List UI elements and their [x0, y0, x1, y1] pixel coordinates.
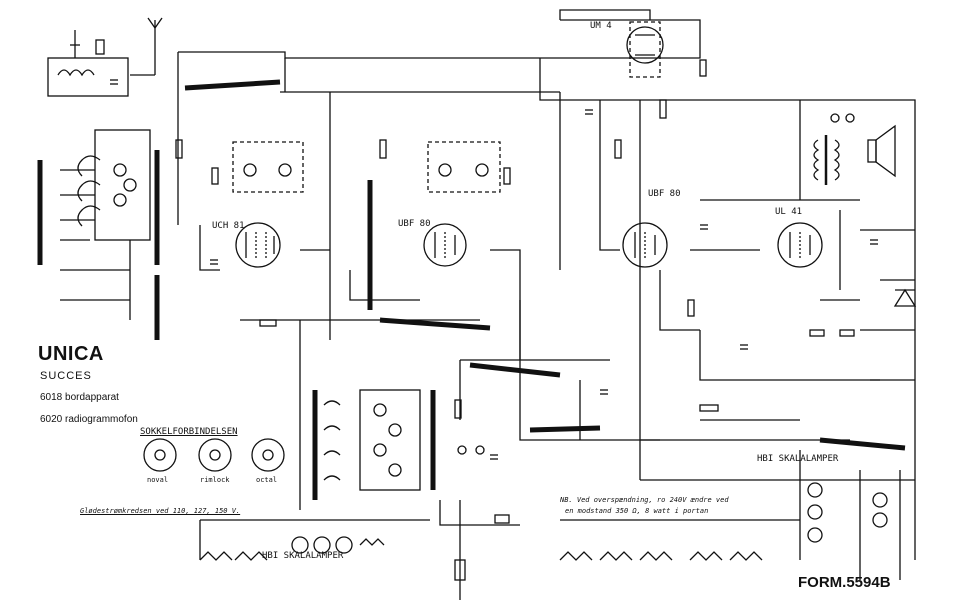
tube-label-ubf80-2: UBF 80	[648, 189, 681, 199]
lamp-title-bottom: HBI SKALALAMPER	[262, 551, 344, 561]
brand-subtitle: SUCCES	[40, 370, 92, 382]
resistors	[95, 39, 855, 419]
tube-label-ul41: UL 41	[775, 207, 803, 217]
coil-bank-left	[60, 129, 151, 241]
antenna-input	[47, 17, 163, 97]
note-line-2: en modstand 350 Ω, 8 watt i portan	[565, 507, 709, 515]
if-coils	[243, 163, 489, 177]
screens	[37, 79, 906, 500]
if-transformers	[232, 21, 661, 193]
tube-ul41	[777, 222, 823, 268]
tube-ubf80-2	[622, 222, 668, 268]
socket-label-noval: noval	[147, 476, 169, 484]
tube-ubf80-1	[423, 223, 467, 267]
tube-label-um4: UM 4	[590, 21, 612, 31]
socket-title: SOKKELFORBINDELSEN	[140, 427, 238, 437]
note-line-1: NB. Ved overspændning, ro 240V ændre ved	[560, 496, 729, 504]
socket-diagrams	[143, 438, 285, 472]
pilot-lamps-right	[807, 288, 917, 543]
lamp-title-right: HBI SKALALAMPER	[757, 454, 839, 464]
socket-label-octal: octal	[256, 476, 278, 484]
tube-label-uch81: UCH 81	[212, 221, 245, 231]
heater-chain	[199, 514, 763, 581]
tube-label-ubf80-1: UBF 80	[398, 219, 431, 229]
heater-legend: Glødestrømkredsen ved 110, 127, 150 V.	[80, 507, 241, 515]
main-wiring	[60, 9, 916, 600]
model-6020: 6020 radiogrammofon	[40, 414, 138, 425]
form-number: FORM.5594B	[798, 574, 891, 591]
tube-uch81	[235, 222, 281, 268]
output-transformer	[813, 135, 840, 185]
loudspeaker	[830, 113, 896, 178]
band-switch-bank	[323, 389, 421, 491]
socket-label-rimlock: rimlock	[200, 476, 230, 484]
capacitors	[110, 79, 878, 460]
tube-um4	[626, 26, 664, 64]
brand-name: UNICA	[38, 343, 104, 365]
model-6018: 6018 bordapparat	[40, 392, 119, 403]
